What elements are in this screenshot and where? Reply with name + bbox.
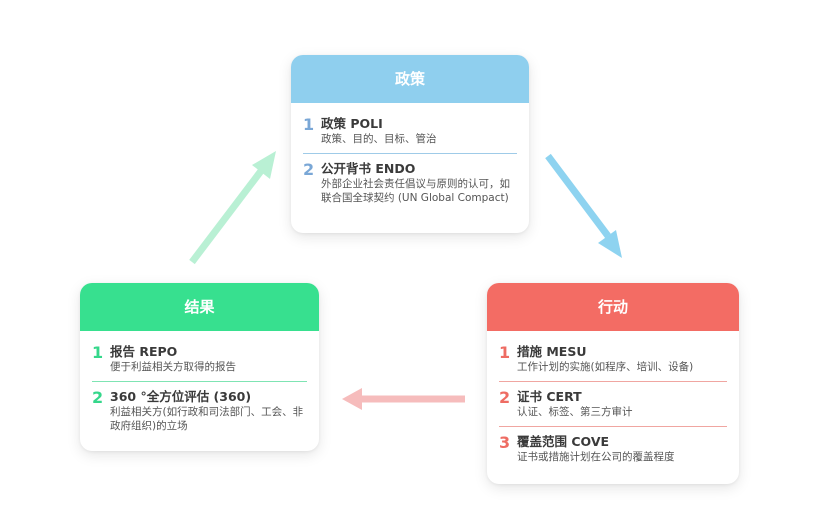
- action-header: 行动: [487, 283, 739, 331]
- list-item: 3 覆盖范围 COVE 证书或措施计划在公司的覆盖程度: [499, 426, 727, 471]
- item-number: 1: [303, 115, 315, 134]
- action-body: 1 措施 MESU 工作计划的实施(如程序、培训、设备) 2 证书 CERT 认…: [487, 331, 739, 479]
- policy-body: 1 政策 POLI 政策、目的、目标、管治 2 公开背书 ENDO 外部企业社会…: [291, 103, 529, 220]
- list-item: 1 政策 POLI 政策、目的、目标、管治: [303, 109, 517, 153]
- item-number: 1: [499, 343, 511, 362]
- item-title: 覆盖范围 COVE: [517, 434, 610, 449]
- item-description: 政策、目的、目标、管治: [321, 133, 437, 145]
- list-item: 2 证书 CERT 认证、标签、第三方审计: [499, 381, 727, 426]
- item-description: 便于利益相关方取得的报告: [110, 361, 236, 373]
- item-number: 2: [499, 388, 511, 407]
- item-number: 2: [303, 160, 315, 179]
- policy-header: 政策: [291, 55, 529, 103]
- arrow-policy-to-action: [545, 153, 622, 258]
- list-item: 1 措施 MESU 工作计划的实施(如程序、培训、设备): [499, 337, 727, 381]
- item-title: 措施 MESU: [517, 344, 587, 359]
- result-header: 结果: [80, 283, 319, 331]
- item-number: 3: [499, 433, 511, 452]
- item-description: 工作计划的实施(如程序、培训、设备): [517, 361, 694, 373]
- item-title: 证书 CERT: [517, 389, 582, 404]
- list-item: 2 公开背书 ENDO 外部企业社会责任倡议与原则的认可，如联合国全球契约 (U…: [303, 153, 517, 212]
- arrow-action-to-result: [342, 388, 465, 410]
- item-title: 公开背书 ENDO: [321, 161, 416, 176]
- item-title: 360 °全方位评估 (360): [110, 389, 252, 404]
- policy-card: 政策 1 政策 POLI 政策、目的、目标、管治 2 公开背书 ENDO 外部企…: [291, 55, 529, 233]
- action-card: 行动 1 措施 MESU 工作计划的实施(如程序、培训、设备) 2 证书 CER…: [487, 283, 739, 484]
- item-title: 报告 REPO: [110, 344, 178, 359]
- item-description: 证书或措施计划在公司的覆盖程度: [517, 451, 675, 463]
- list-item: 1 报告 REPO 便于利益相关方取得的报告: [92, 337, 307, 381]
- result-card: 结果 1 报告 REPO 便于利益相关方取得的报告 2 360 °全方位评估 (…: [80, 283, 319, 451]
- item-number: 2: [92, 388, 104, 407]
- item-number: 1: [92, 343, 104, 362]
- list-item: 2 360 °全方位评估 (360) 利益相关方(如行政和司法部门、工会、非政府…: [92, 381, 307, 440]
- item-description: 认证、标签、第三方审计: [517, 406, 633, 418]
- item-description: 外部企业社会责任倡议与原则的认可，如联合国全球契约 (UN Global Com…: [321, 178, 510, 204]
- result-body: 1 报告 REPO 便于利益相关方取得的报告 2 360 °全方位评估 (360…: [80, 331, 319, 448]
- arrow-result-to-policy: [189, 151, 276, 265]
- item-title: 政策 POLI: [321, 116, 383, 131]
- item-description: 利益相关方(如行政和司法部门、工会、非政府组织)的立场: [110, 406, 304, 432]
